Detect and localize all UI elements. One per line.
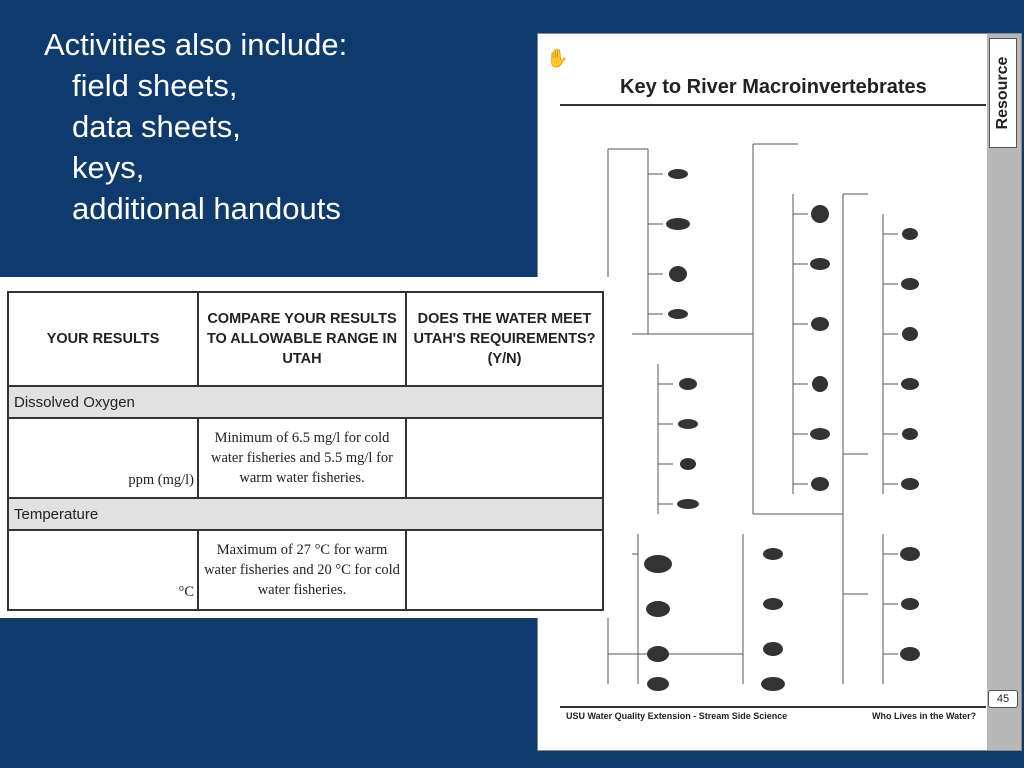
header-your-results: YOUR RESULTS [7, 291, 199, 387]
title-divider [560, 104, 986, 106]
bullet-item-keys: keys, [72, 150, 145, 185]
key-document-page: Resource ✋ Key to River Macroinvertebrat… [537, 33, 1022, 751]
footer-left-text: USU Water Quality Extension - Stream Sid… [566, 711, 788, 721]
results-table: YOUR RESULTS COMPARE YOUR RESULTS TO ALL… [7, 291, 604, 611]
table-row: ppm (mg/l) Minimum of 6.5 mg/l for cold … [7, 417, 604, 499]
organism-sketches [644, 169, 920, 691]
bullet-heading: Activities also include: [44, 27, 348, 62]
resource-tab-label: Resource [994, 56, 1011, 130]
key-document-title: Key to River Macroinvertebrates [620, 76, 927, 98]
dissolved-oxygen-range-cell: Minimum of 6.5 mg/l for cold water fishe… [197, 417, 407, 499]
table-row: °C Maximum of 27 °C for warm water fishe… [7, 529, 604, 611]
footer-right-text: Who Lives in the Water? [872, 711, 977, 721]
macroinvertebrate-key-diagram [607, 143, 920, 691]
temperature-answer-cell[interactable] [405, 529, 604, 611]
bullet-item-additional-handouts: additional handouts [72, 191, 341, 226]
key-tree-lines [607, 143, 898, 684]
section-row-dissolved-oxygen: Dissolved Oxygen [7, 385, 604, 419]
bullet-item-data-sheets: data sheets, [72, 109, 241, 144]
section-row-temperature: Temperature [7, 497, 604, 531]
bullet-item-field-sheets: field sheets, [72, 68, 238, 103]
bullet-text-block: Activities also include: field sheets, d… [44, 24, 347, 229]
footer-divider [560, 706, 986, 708]
page-number: 45 [988, 690, 1018, 708]
temperature-range-cell: Maximum of 27 °C for warm water fisherie… [197, 529, 407, 611]
header-compare-results: COMPARE YOUR RESULTS TO ALLOWABLE RANGE … [197, 291, 407, 387]
results-table-card: YOUR RESULTS COMPARE YOUR RESULTS TO ALL… [0, 277, 632, 618]
hand-icon: ✋ [546, 48, 569, 68]
section-label-dissolved-oxygen: Dissolved Oxygen [7, 385, 604, 419]
header-meets-requirements: DOES THE WATER MEET UTAH'S REQUIREMENTS?… [405, 291, 604, 387]
dissolved-oxygen-result-cell[interactable]: ppm (mg/l) [7, 417, 199, 499]
dissolved-oxygen-answer-cell[interactable] [405, 417, 604, 499]
section-label-temperature: Temperature [7, 497, 604, 531]
temperature-result-cell[interactable]: °C [7, 529, 199, 611]
page-side-strip [987, 34, 1021, 750]
resource-tab: Resource [989, 38, 1017, 148]
table-header-row: YOUR RESULTS COMPARE YOUR RESULTS TO ALL… [7, 291, 604, 387]
